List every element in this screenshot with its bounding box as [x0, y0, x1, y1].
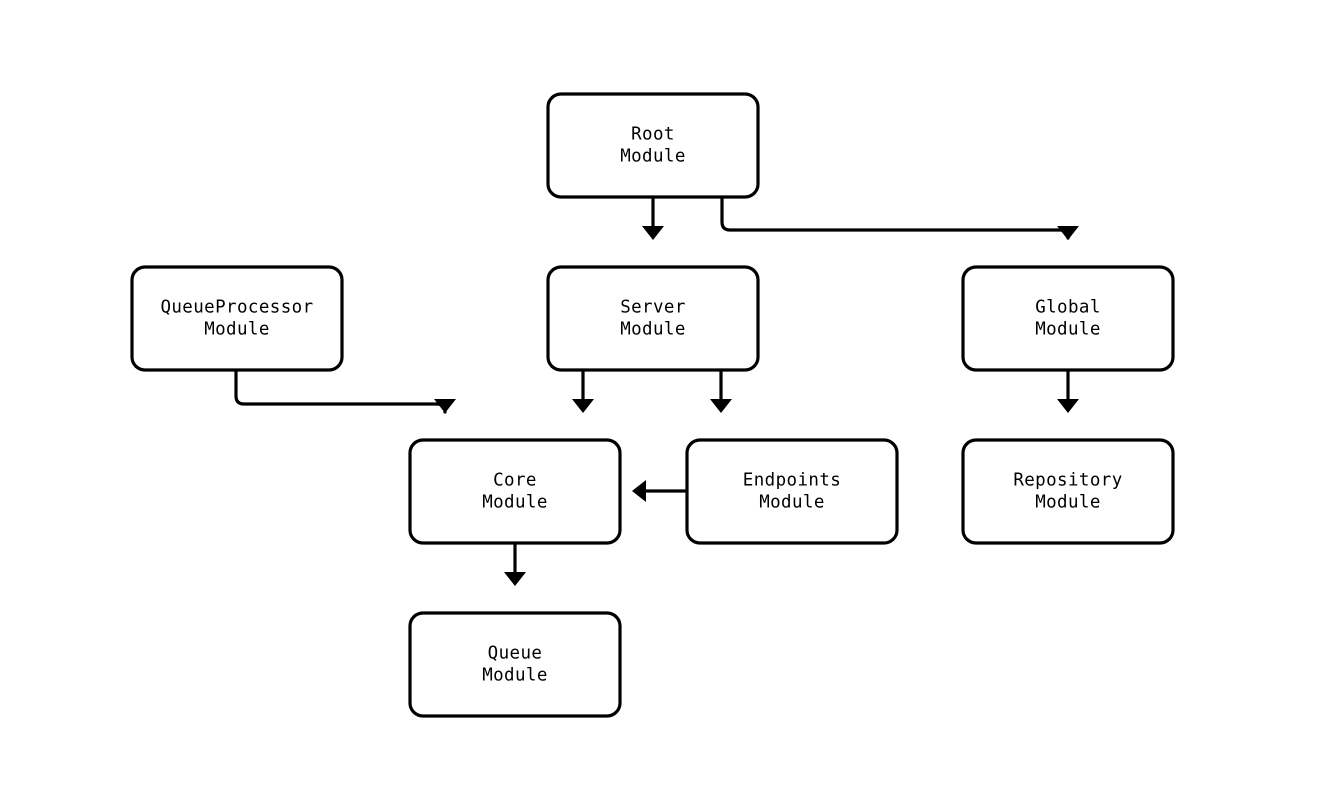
endpoints-module-node-label-line2: Module	[759, 493, 825, 513]
repository-module-node-label-line1: Repository	[1013, 471, 1122, 491]
root-module-node-box[interactable]	[546, 92, 760, 199]
edge-server-to-endpoints-arrowhead	[710, 399, 732, 413]
server-module-node-label-line2: Module	[620, 320, 686, 340]
edge-queueprocessor-to-core-line	[234, 370, 447, 414]
core-module-node-label-line2: Module	[482, 493, 548, 513]
edge-core-to-queue	[504, 543, 526, 586]
queue-module-node-box[interactable]	[408, 611, 622, 718]
edge-root-to-global-line	[720, 197, 1070, 240]
global-module-node-label-line2: Module	[1035, 320, 1101, 340]
edge-root-to-global	[720, 197, 1079, 240]
edge-global-to-repository-arrowhead	[1057, 399, 1079, 413]
endpoints-module-node-box[interactable]	[685, 438, 899, 545]
queue-module-node-label-line2: Module	[482, 666, 548, 686]
nodes-layer: RootModuleQueueProcessorModuleServerModu…	[130, 92, 1175, 718]
edge-queueprocessor-to-core-arrowhead	[434, 399, 456, 413]
edge-root-to-server-arrowhead	[642, 226, 664, 240]
repository-module-node-box[interactable]	[961, 438, 1175, 545]
edge-queueprocessor-to-core	[234, 370, 456, 414]
edge-server-to-core	[572, 370, 594, 413]
repository-module-node-label-line2: Module	[1035, 493, 1101, 513]
root-module-node-label-line1: Root	[631, 125, 675, 145]
root-module-node-label-line2: Module	[620, 147, 686, 167]
edge-endpoints-to-core	[632, 480, 687, 502]
global-module-node-label-line1: Global	[1035, 298, 1101, 318]
edges-layer	[234, 197, 1079, 586]
core-module-node-label-line1: Core	[493, 471, 537, 491]
core-module-node-box[interactable]	[408, 438, 622, 545]
server-module-node-box[interactable]	[546, 265, 760, 372]
queue-module-node-label-line1: Queue	[488, 644, 543, 664]
edge-server-to-core-arrowhead	[572, 399, 594, 413]
queueprocessor-module-node-box[interactable]	[130, 265, 344, 372]
edge-server-to-endpoints	[710, 370, 732, 413]
edge-root-to-server	[642, 197, 664, 240]
edge-core-to-queue-arrowhead	[504, 572, 526, 586]
edge-endpoints-to-core-arrowhead	[632, 480, 646, 502]
server-module-node-label-line1: Server	[620, 298, 686, 318]
global-module-node-box[interactable]	[961, 265, 1175, 372]
edge-global-to-repository	[1057, 370, 1079, 413]
edge-root-to-global-arrowhead	[1057, 226, 1079, 240]
queueprocessor-module-node-label-line2: Module	[204, 320, 270, 340]
queueprocessor-module-node-label-line1: QueueProcessor	[160, 298, 313, 318]
endpoints-module-node-label-line1: Endpoints	[743, 471, 841, 491]
